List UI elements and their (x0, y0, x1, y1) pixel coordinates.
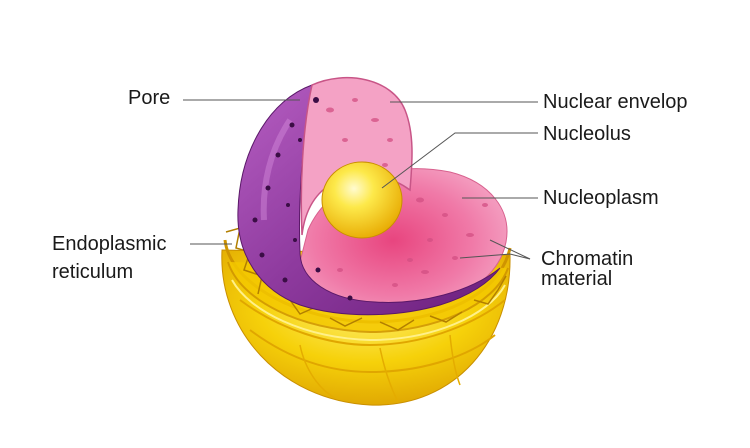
label-pore: Pore (128, 87, 171, 109)
pore-dots (252, 97, 353, 301)
chromatin-speckles (326, 98, 488, 287)
label-endoplasmic-line2: reticulum (52, 261, 134, 283)
chromatin-leader-2 (459, 253, 531, 260)
label-nuclear-envelop: Nuclear envelop (543, 91, 688, 113)
label-chromatin-line2: material (541, 268, 613, 290)
label-nucleolus: Nucleolus (543, 123, 631, 145)
label-chromatin-line1: Chromatin (541, 248, 634, 270)
label-nucleoplasm: Nucleoplasm (543, 187, 659, 209)
label-endoplasmic-line1: Endoplasmic (52, 233, 167, 255)
chromatin-leader-1 (489, 239, 531, 260)
nucleolus-shape (321, 161, 403, 239)
nucleolus-leader (381, 132, 538, 189)
leader-lines (183, 99, 538, 260)
